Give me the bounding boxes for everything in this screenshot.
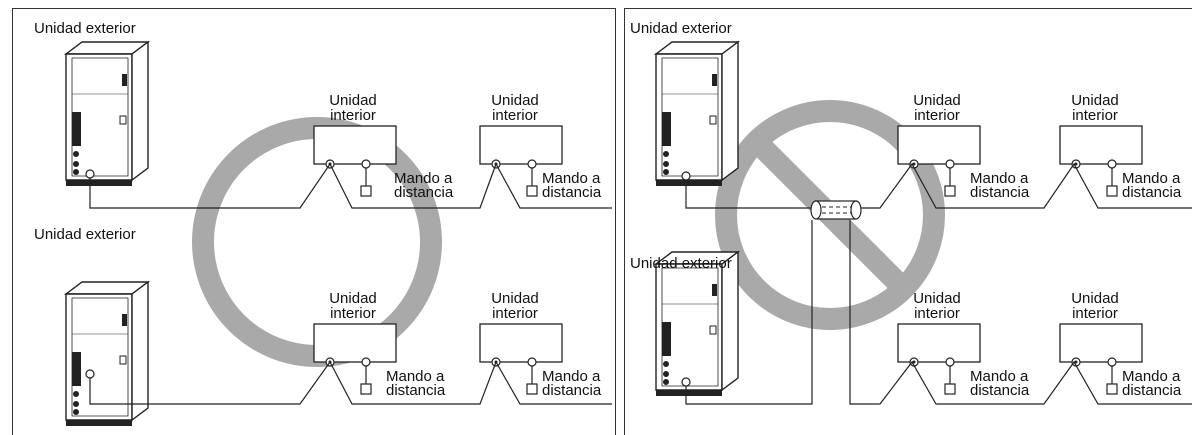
panel-correct-wiring: [12, 8, 616, 435]
outdoor-unit-label-bottom: Unidad exterior: [34, 226, 136, 243]
outdoor-unit-label-bottom: Unidad exterior: [630, 255, 732, 272]
panel-incorrect-wiring: [624, 8, 1192, 435]
outdoor-unit-label-top: Unidad exterior: [34, 20, 136, 37]
outdoor-unit-label-top: Unidad exterior: [630, 20, 732, 37]
shared-cable-conduit: [810, 200, 862, 220]
